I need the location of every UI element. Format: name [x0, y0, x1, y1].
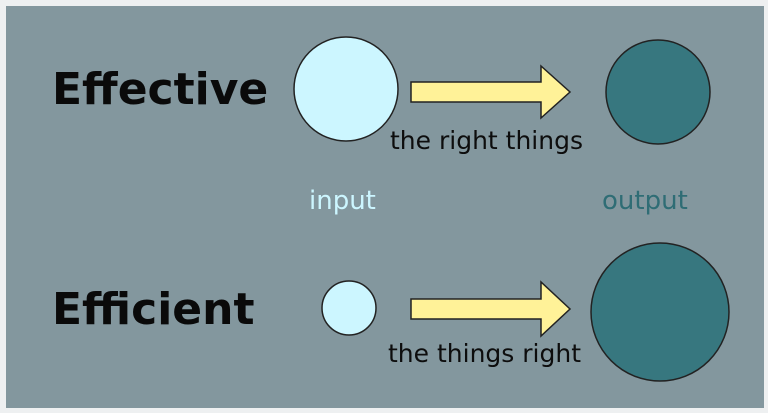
- effective-input-circle: [293, 36, 399, 142]
- efficient-caption: the things right: [388, 339, 581, 368]
- efficient-input-circle: [321, 280, 377, 336]
- efficient-term: Efficient: [52, 284, 255, 335]
- input-label: input: [309, 186, 376, 216]
- effective-output-circle: [605, 39, 711, 145]
- efficient-output-circle: [590, 242, 730, 382]
- effective-caption: the right things: [390, 126, 583, 155]
- effective-term: Effective: [52, 64, 269, 115]
- effective-arrow: [410, 64, 572, 120]
- output-label: output: [602, 186, 688, 216]
- efficient-arrow: [410, 280, 572, 338]
